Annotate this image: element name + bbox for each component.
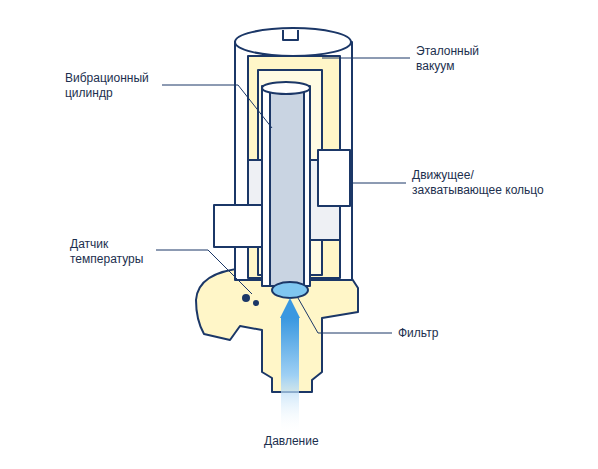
temp-sensor xyxy=(253,300,259,306)
leader-line xyxy=(152,250,252,294)
pressure-flow xyxy=(281,318,299,433)
top-notch xyxy=(283,30,298,40)
pressure-arrow xyxy=(280,298,300,318)
ring-plate-left xyxy=(214,205,264,247)
part-label: Фильтр xyxy=(396,326,440,341)
part-label: Давление xyxy=(262,434,321,449)
leader-line xyxy=(160,85,272,128)
part-label: Вибрационный цилиндр xyxy=(63,71,162,101)
leader-line xyxy=(298,298,392,333)
part-label: Датчик температуры xyxy=(68,237,156,267)
filter xyxy=(272,282,308,298)
part-label: Движущее/ захватывающее кольцо xyxy=(410,168,549,198)
base-flange xyxy=(196,268,358,392)
cylinder-wall xyxy=(262,86,310,286)
housing-top xyxy=(235,28,351,56)
temp-sensor xyxy=(242,294,250,302)
leader-line xyxy=(352,183,406,184)
cylinder-top xyxy=(262,82,310,94)
vibrating-cylinder xyxy=(270,92,304,286)
part-label: Эталонный вакуум xyxy=(414,44,498,74)
leader-line xyxy=(322,58,410,59)
ring-plate-right xyxy=(318,150,350,206)
